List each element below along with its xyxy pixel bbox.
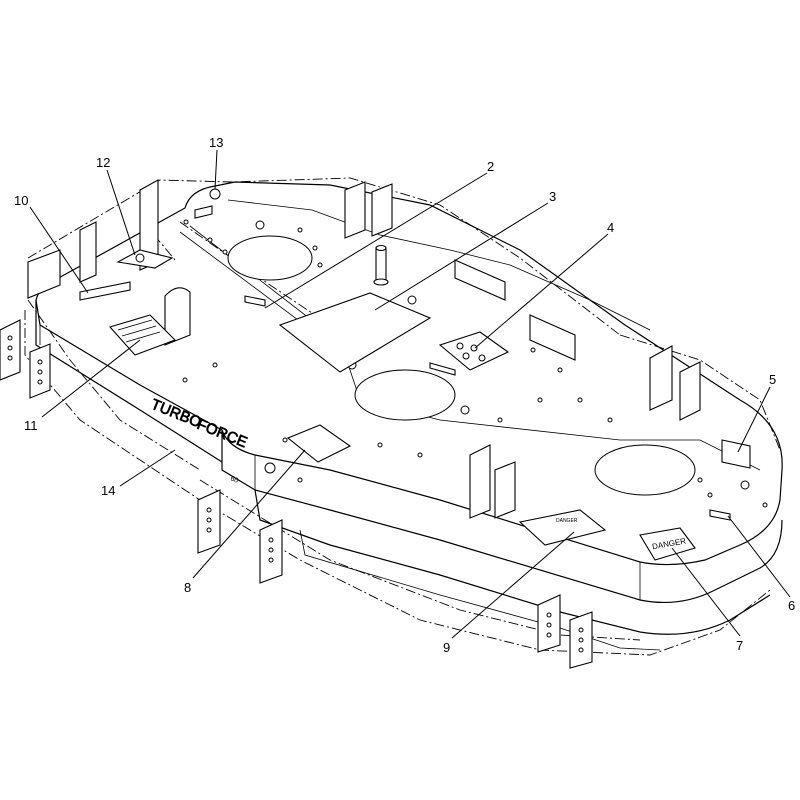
decal-9-text: DANGER (556, 518, 578, 524)
leader-12 (106, 169, 136, 256)
leader-lines (29, 149, 791, 639)
decal-11 (109, 314, 176, 356)
callout-6: 6 (788, 598, 795, 613)
decals: DANGER DANGER (79, 205, 751, 561)
leader-6 (727, 515, 791, 598)
deck-top-plate (35, 181, 783, 651)
front-hitch-plates (0, 319, 593, 669)
decal-3 (278, 292, 432, 373)
decal-12 (116, 249, 174, 269)
leader-3 (374, 202, 549, 311)
callout-9: 9 (443, 640, 450, 655)
decal-7 (639, 527, 696, 561)
spindle-opening-left (227, 235, 313, 281)
deck-mount-brackets (27, 179, 701, 519)
leader-4 (474, 233, 609, 349)
callout-14: 14 (101, 483, 115, 498)
callout-12: 12 (96, 155, 110, 170)
callout-2: 2 (487, 159, 494, 174)
decal-8 (286, 424, 352, 463)
callout-7: 7 (736, 638, 743, 653)
leader-10 (29, 206, 89, 294)
spindle-openings (227, 235, 696, 496)
callout-13: 13 (209, 135, 223, 150)
spindle-opening-center (354, 369, 456, 421)
leader-9 (451, 531, 575, 639)
leader-13 (214, 149, 218, 190)
callout-11: 11 (24, 418, 38, 433)
brand-deck-size: 60 (229, 475, 239, 484)
idler-post (373, 244, 389, 286)
decal-10 (79, 281, 131, 301)
hitch-plate-6 (569, 611, 593, 669)
leader-11 (41, 339, 141, 418)
hitch-plate-1 (0, 319, 21, 381)
leader-8 (192, 449, 306, 579)
leader-2 (264, 172, 488, 309)
spindle-opening-right (594, 444, 696, 496)
decal-13 (194, 205, 213, 219)
leader-5 (737, 386, 771, 453)
leader-7 (671, 547, 741, 637)
callout-3: 3 (549, 189, 556, 204)
brand-word-1: TURBO (149, 396, 204, 431)
brand-lettering: TURBO FORCE 60 (148, 396, 250, 485)
callout-numbers: 2 3 4 5 6 7 8 9 10 11 12 13 14 (14, 135, 795, 655)
hitch-plate-5 (537, 594, 561, 653)
hitch-plate-4 (259, 519, 283, 584)
callout-8: 8 (184, 580, 191, 595)
decal-6 (709, 509, 731, 521)
callout-5: 5 (769, 372, 776, 387)
decal-9 (518, 509, 607, 546)
callout-10: 10 (14, 193, 28, 208)
leader-14 (119, 449, 176, 487)
callout-4: 4 (607, 220, 614, 235)
hitch-plate-3 (197, 489, 221, 554)
decal-2 (244, 295, 266, 307)
decal-5 (721, 439, 751, 469)
bolt-holes (182, 188, 768, 543)
hitch-plate-2 (29, 343, 51, 399)
